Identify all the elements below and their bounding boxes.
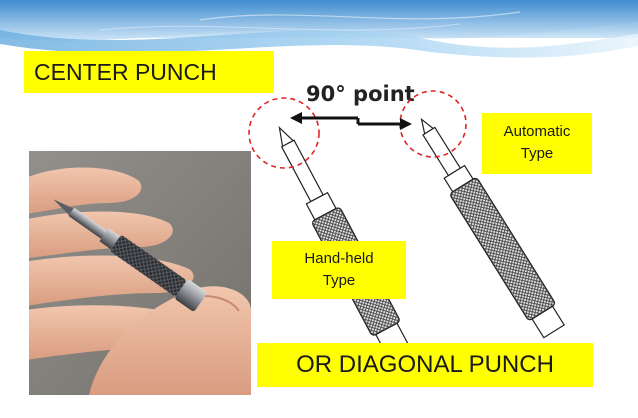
handheld-type-line1: Hand-held (304, 250, 374, 267)
diagonal-punch-label: OR DIAGONAL PUNCH (257, 343, 593, 387)
title-label: CENTER PUNCH (24, 51, 274, 93)
handheld-type-label: Hand-held Type (272, 241, 406, 299)
handheld-type-line2: Type (322, 272, 356, 289)
automatic-type-line1: Automatic (503, 123, 571, 140)
angle-callout: 90° point (306, 82, 415, 106)
hand-holding-punch-photo (29, 151, 251, 395)
automatic-type-line2: Type (520, 145, 554, 162)
tip-circle-left (248, 97, 320, 169)
double-arrow-icon (290, 112, 412, 130)
automatic-type-label: Automatic Type (482, 113, 592, 174)
